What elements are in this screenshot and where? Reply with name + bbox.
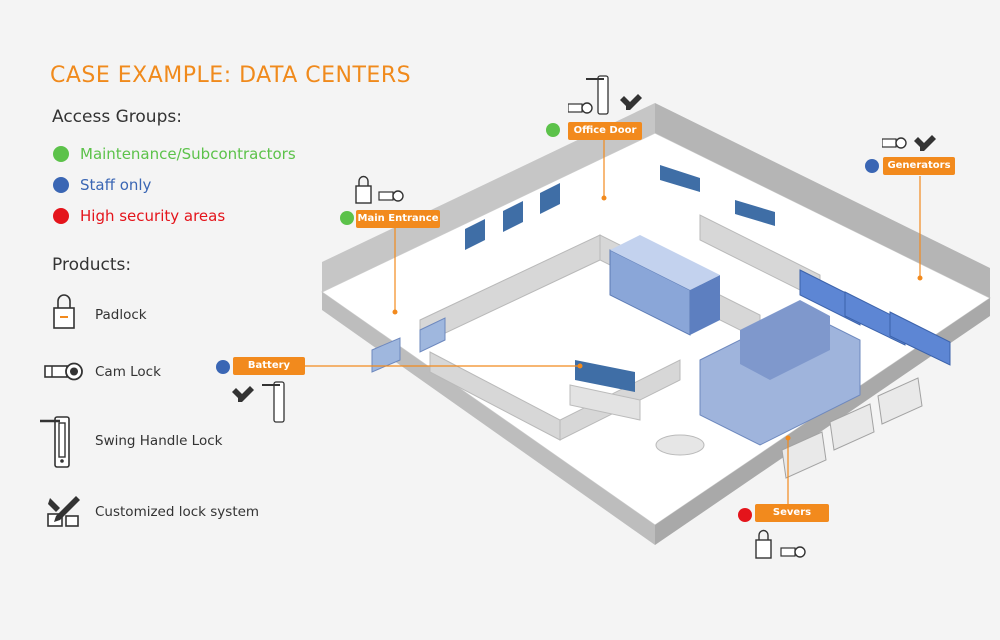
marker-green-dot [546, 123, 560, 137]
office-desks [660, 165, 775, 226]
marker-blue-dot [865, 159, 879, 173]
product-label: Padlock [95, 307, 147, 323]
green-dot-icon [53, 146, 69, 162]
office-door-tag[interactable]: Office Door [568, 122, 642, 140]
legend-staff: Staff only [53, 176, 151, 194]
cooling-units [781, 377, 923, 479]
marker-red-dot [738, 508, 752, 522]
back-wall-right [655, 103, 990, 298]
severs-tag[interactable]: Severs [755, 504, 829, 522]
control-room [569, 360, 705, 456]
severs-lock-icons [755, 529, 806, 559]
generators-tag[interactable]: Generators [883, 157, 955, 175]
product-label: Cam Lock [95, 364, 161, 380]
back-wall-left [322, 103, 655, 292]
cam-lock-icon [44, 362, 83, 381]
marker-green-dot [340, 211, 354, 225]
product-label: Customized lock system [95, 504, 260, 520]
battery-tag[interactable]: Battery [233, 357, 305, 375]
server-racks [609, 235, 861, 446]
battery-lock-icons [232, 381, 285, 423]
red-dot-icon [53, 208, 69, 224]
windows [465, 183, 560, 250]
legend-label: Staff only [80, 176, 152, 194]
office-door-lock-icons [568, 75, 642, 115]
customized-lock-icon [47, 496, 80, 527]
floor-edge-right [655, 298, 990, 545]
padlock-icon [53, 294, 75, 329]
main-entrance-lock-icons [355, 175, 404, 204]
marker-blue-dot [216, 360, 230, 374]
product-label: Swing Handle Lock [95, 433, 223, 449]
main-entrance-tag[interactable]: Main Entrance [356, 210, 440, 228]
legend-maintenance: Maintenance/Subcontractors [53, 145, 296, 163]
access-groups-heading: Access Groups: [52, 107, 182, 127]
legend-high-security: High security areas [53, 207, 225, 225]
generators-units [799, 269, 951, 366]
blue-dot-icon [53, 177, 69, 193]
legend-label: High security areas [80, 207, 226, 225]
leader-dots [392, 195, 923, 441]
floor-edge-left [322, 292, 655, 545]
products-heading: Products: [52, 255, 132, 275]
generators-lock-icons [882, 135, 936, 151]
legend-label: Maintenance/Subcontractors [80, 145, 296, 163]
leader-lines [305, 137, 921, 506]
swing-handle-lock-icon [40, 416, 70, 468]
entrance-gates [371, 317, 446, 373]
page-title: CASE EXAMPLE: DATA CENTERS [50, 63, 412, 88]
